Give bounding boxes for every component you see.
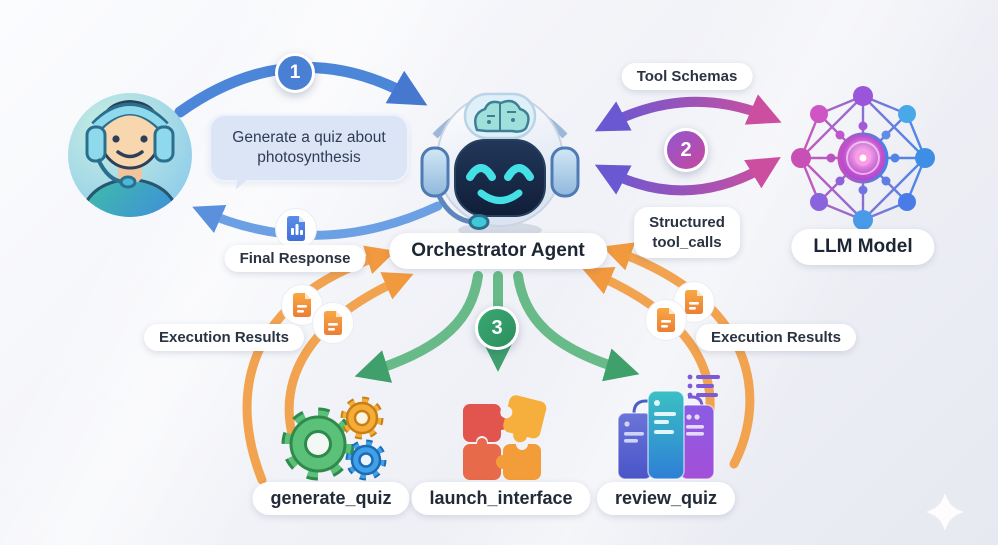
step-3-badge: 3 (475, 306, 519, 350)
user-speech-bubble: Generate a quiz about photosynthesis (209, 114, 409, 182)
dispatch-arrow-left (354, 271, 483, 383)
puzzle-piece-red (463, 404, 501, 442)
robot-mic (468, 214, 490, 230)
gear-orange (340, 396, 384, 440)
robot-smile (477, 189, 523, 204)
tool-label-generate-quiz: generate_quiz (252, 482, 410, 515)
headset-mic (119, 175, 137, 189)
puzzle-piece-redorange (463, 444, 501, 480)
puzzle-piece-yellow-floating (500, 395, 547, 443)
dashboard-bar-left (617, 412, 653, 480)
tool-schemas-label: Tool Schemas (621, 63, 753, 90)
gears-icon (281, 396, 387, 481)
final-response-label: Final Response (224, 245, 366, 272)
step-1-badge: 1 (275, 53, 315, 93)
llm-model-label: LLM Model (791, 229, 935, 265)
sparkle-icon (926, 493, 964, 531)
dashboard-bar-middle (647, 390, 685, 480)
tool-schemas-arrow (594, 94, 782, 132)
structured-tool-calls-label: Structured tool_calls (634, 207, 740, 258)
orchestrator-robot-icon (420, 92, 580, 238)
step-3-number: 3 (491, 316, 503, 339)
tool-label-review-quiz: review_quiz (596, 482, 736, 515)
user-request-text: Generate a quiz about photosynthesis (232, 128, 386, 166)
robot-eye-left (466, 164, 496, 181)
llm-network-icon (791, 86, 935, 230)
dispatch-arrow-right (513, 271, 640, 382)
execution-results-label-left: Execution Results (143, 324, 305, 351)
execution-results-arrow-right-outer (602, 242, 755, 469)
puzzle-piece-orange (503, 444, 541, 480)
robot-earcup-left (420, 146, 450, 198)
puzzle-icon (463, 395, 547, 480)
step-1-number: 1 (289, 62, 301, 83)
user-avatar (68, 93, 192, 217)
headset-band (93, 106, 167, 130)
step-2-number: 2 (680, 138, 692, 161)
result-document-icon (645, 299, 687, 341)
result-document-icon (312, 302, 354, 344)
final-response-arrow (192, 201, 443, 240)
robot-earcup-right (550, 146, 580, 198)
structured-tool-calls-line2: tool_calls (652, 233, 722, 251)
tool-label-launch-interface: launch_interface (411, 482, 591, 515)
structured-tool-calls-line1: Structured (649, 214, 725, 231)
headset-earcup-left (85, 125, 107, 163)
structured-tool-calls-arrow (594, 156, 781, 196)
dashboard-deco-list (687, 374, 720, 398)
execution-results-arrow-left-outer (242, 245, 396, 485)
step-2-badge: 2 (664, 128, 708, 172)
orchestrator-agent-label: Orchestrator Agent (389, 233, 607, 269)
dashboard-icon (617, 374, 720, 480)
gear-blue (345, 439, 387, 481)
response-document-icon (275, 208, 317, 250)
headset-earcup-right (153, 125, 175, 163)
gear-green (281, 407, 355, 481)
robot-eye-right (504, 164, 534, 181)
robot-face-screen (454, 139, 546, 217)
execution-results-label-right: Execution Results (695, 324, 857, 351)
